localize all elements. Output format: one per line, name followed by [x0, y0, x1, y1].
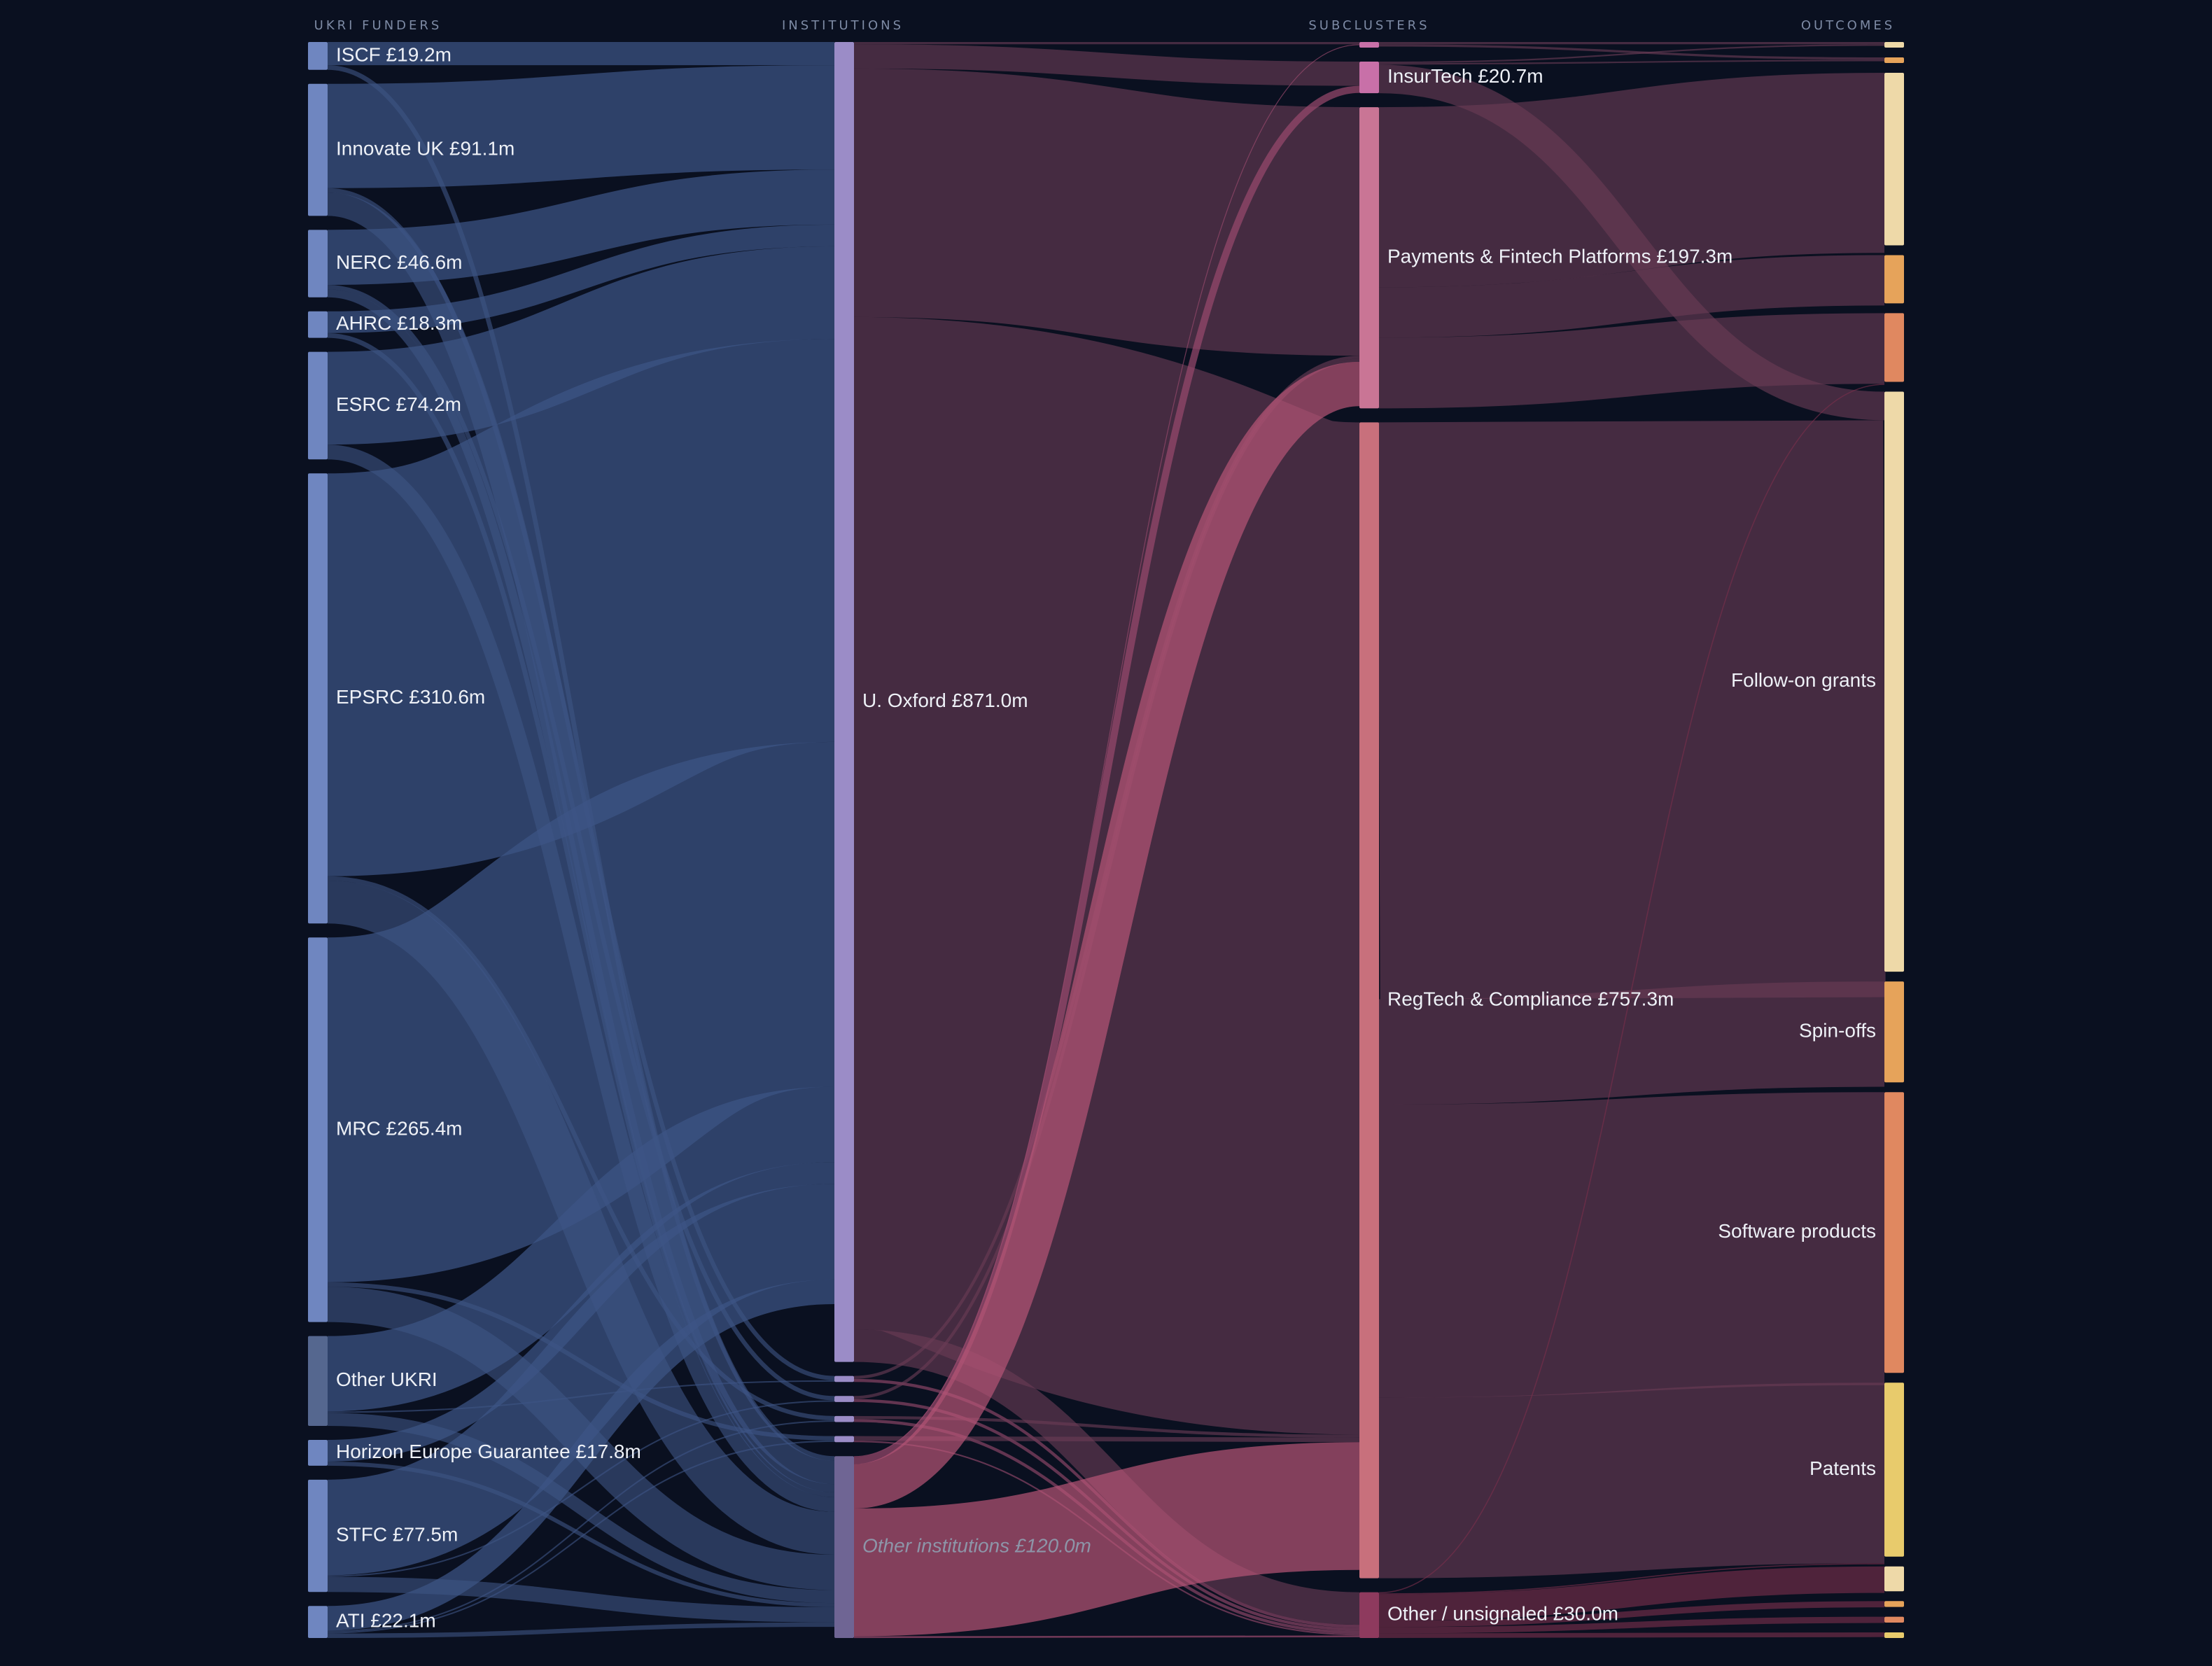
node-patents — [1884, 1382, 1904, 1557]
link-regtech-to-spinoffs — [1378, 981, 1885, 1105]
link-other_sub-to-o_oth_p — [1378, 1632, 1885, 1638]
link-mrc-to-oxford — [323, 741, 839, 1282]
node-followon — [1884, 391, 1904, 972]
node-o_ins_s — [1884, 57, 1904, 63]
label-other_sub: Other / unsignaled £30.0m — [1387, 1603, 1618, 1625]
node-o_ins_f — [1884, 42, 1904, 48]
link-innovate-to-oxford — [327, 65, 835, 188]
link-other_inst-to-payments — [853, 361, 1361, 1509]
node-payments — [1359, 107, 1379, 409]
label-other_ukri: Other UKRI — [336, 1368, 438, 1390]
label-patents: Patents — [1809, 1457, 1876, 1479]
node-innovate — [308, 83, 328, 216]
node-i_b — [834, 1396, 854, 1402]
link-other_sub-to-o_oth_w — [1378, 1616, 1885, 1634]
label-horizon: Horizon Europe Guarantee £17.8m — [336, 1441, 641, 1462]
node-o_pay_s — [1884, 255, 1904, 304]
label-regtech: RegTech & Compliance £757.3m — [1387, 988, 1674, 1009]
label-nerc: NERC £46.6m — [336, 251, 463, 273]
node-software — [1884, 1092, 1904, 1373]
node-i_a — [834, 1376, 854, 1382]
label-epsrc: EPSRC £310.6m — [336, 686, 485, 708]
label-software: Software products — [1718, 1220, 1876, 1242]
label-followon: Follow-on grants — [1731, 669, 1876, 691]
label-mrc: MRC £265.4m — [336, 1117, 463, 1139]
column-header-subclusters: SUBCLUSTERS — [1308, 18, 1429, 33]
sankey-nodes — [308, 42, 1904, 1638]
node-epsrc — [308, 473, 328, 924]
node-s_tiny — [1359, 42, 1379, 48]
node-i_d — [834, 1436, 854, 1443]
link-regtech-to-followon — [1378, 420, 1885, 1000]
column-header-institutions: INSTITUTIONS — [782, 18, 904, 33]
node-stfc — [308, 1479, 328, 1592]
link-other_sub-to-o_oth_f — [1378, 1566, 1885, 1621]
node-other_ukri — [308, 1336, 328, 1426]
link-ati-to-i_d — [327, 1440, 835, 1634]
label-ati: ATI £22.1m — [336, 1610, 436, 1632]
node-i_c — [834, 1415, 854, 1422]
link-insurtech-to-o_ins_f — [1378, 44, 1885, 64]
node-o_oth_s — [1884, 1601, 1904, 1607]
link-payments-to-o_pay_f — [1378, 73, 1885, 288]
node-iscf — [308, 42, 328, 70]
link-regtech-to-patents — [1378, 1382, 1885, 1578]
label-esrc: ESRC £74.2m — [336, 393, 461, 415]
node-horizon — [308, 1439, 328, 1466]
link-stfc-to-other_inst — [327, 1576, 835, 1623]
node-other_inst — [834, 1456, 854, 1638]
node-nerc — [308, 230, 328, 298]
node-spinoffs — [1884, 981, 1904, 1083]
label-ahrc: AHRC £18.3m — [336, 312, 463, 334]
column-headers: UKRI FUNDERS INSTITUTIONS SUBCLUSTERS OU… — [314, 18, 1895, 33]
label-iscf: ISCF £19.2m — [336, 43, 451, 65]
link-insurtech-to-o_ins_s — [1378, 59, 1885, 65]
link-regtech-to-software — [1378, 1092, 1885, 1398]
column-header-outcomes: OUTCOMES — [1801, 18, 1895, 33]
sankey-links — [323, 41, 1885, 1639]
link-payments-to-o_pay_w — [1378, 313, 1885, 409]
node-oxford — [834, 42, 854, 1362]
node-o_oth_w — [1884, 1616, 1904, 1623]
node-insurtech — [1359, 62, 1379, 94]
label-innovate: Innovate UK £91.1m — [336, 137, 514, 159]
label-stfc: STFC £77.5m — [336, 1523, 458, 1545]
link-payments-to-o_pay_s — [1378, 255, 1885, 338]
link-ati-to-i_c — [327, 1420, 835, 1632]
node-o_oth_p — [1884, 1632, 1904, 1638]
link-other_sub-to-patents — [1378, 1563, 1885, 1595]
label-spinoffs: Spin-offs — [1799, 1020, 1876, 1042]
node-ahrc — [308, 311, 328, 338]
link-other_ukri-to-oxford — [327, 1086, 835, 1412]
column-header-funders: UKRI FUNDERS — [314, 18, 442, 33]
node-regtech — [1359, 422, 1379, 1578]
label-payments: Payments & Fintech Platforms £197.3m — [1387, 246, 1732, 267]
link-other_sub-to-o_oth_s — [1378, 1601, 1885, 1628]
label-oxford: U. Oxford £871.0m — [862, 690, 1028, 711]
link-other_inst-to-regtech — [853, 1442, 1360, 1637]
node-o_pay_w — [1884, 313, 1904, 382]
node-mrc — [308, 937, 328, 1322]
link-other_sub-to-o_pay_w — [1378, 384, 1885, 1594]
link-ati-to-other_inst — [327, 1622, 835, 1638]
link-epsrc-to-oxford — [324, 339, 838, 876]
label-other_inst: Other institutions £120.0m — [862, 1535, 1091, 1557]
node-ati — [308, 1606, 328, 1638]
label-insurtech: InsurTech £20.7m — [1387, 65, 1544, 87]
link-ati-to-oxford — [327, 1279, 835, 1631]
link-ahrc-to-oxford — [327, 224, 835, 333]
node-esrc — [308, 351, 328, 460]
node-other_sub — [1359, 1592, 1379, 1638]
node-o_pay_f — [1884, 73, 1904, 246]
link-oxford-to-payments — [853, 68, 1360, 356]
link-esrc-to-oxford — [327, 246, 835, 445]
link-oxford-to-insurtech — [853, 44, 1360, 86]
link-stfc-to-i_b — [327, 1400, 835, 1577]
link-stfc-to-oxford — [326, 1184, 836, 1576]
node-o_oth_f — [1884, 1566, 1904, 1592]
link-s_tiny-to-o_ins_s — [1378, 44, 1885, 60]
link-nerc-to-oxford — [327, 169, 835, 285]
